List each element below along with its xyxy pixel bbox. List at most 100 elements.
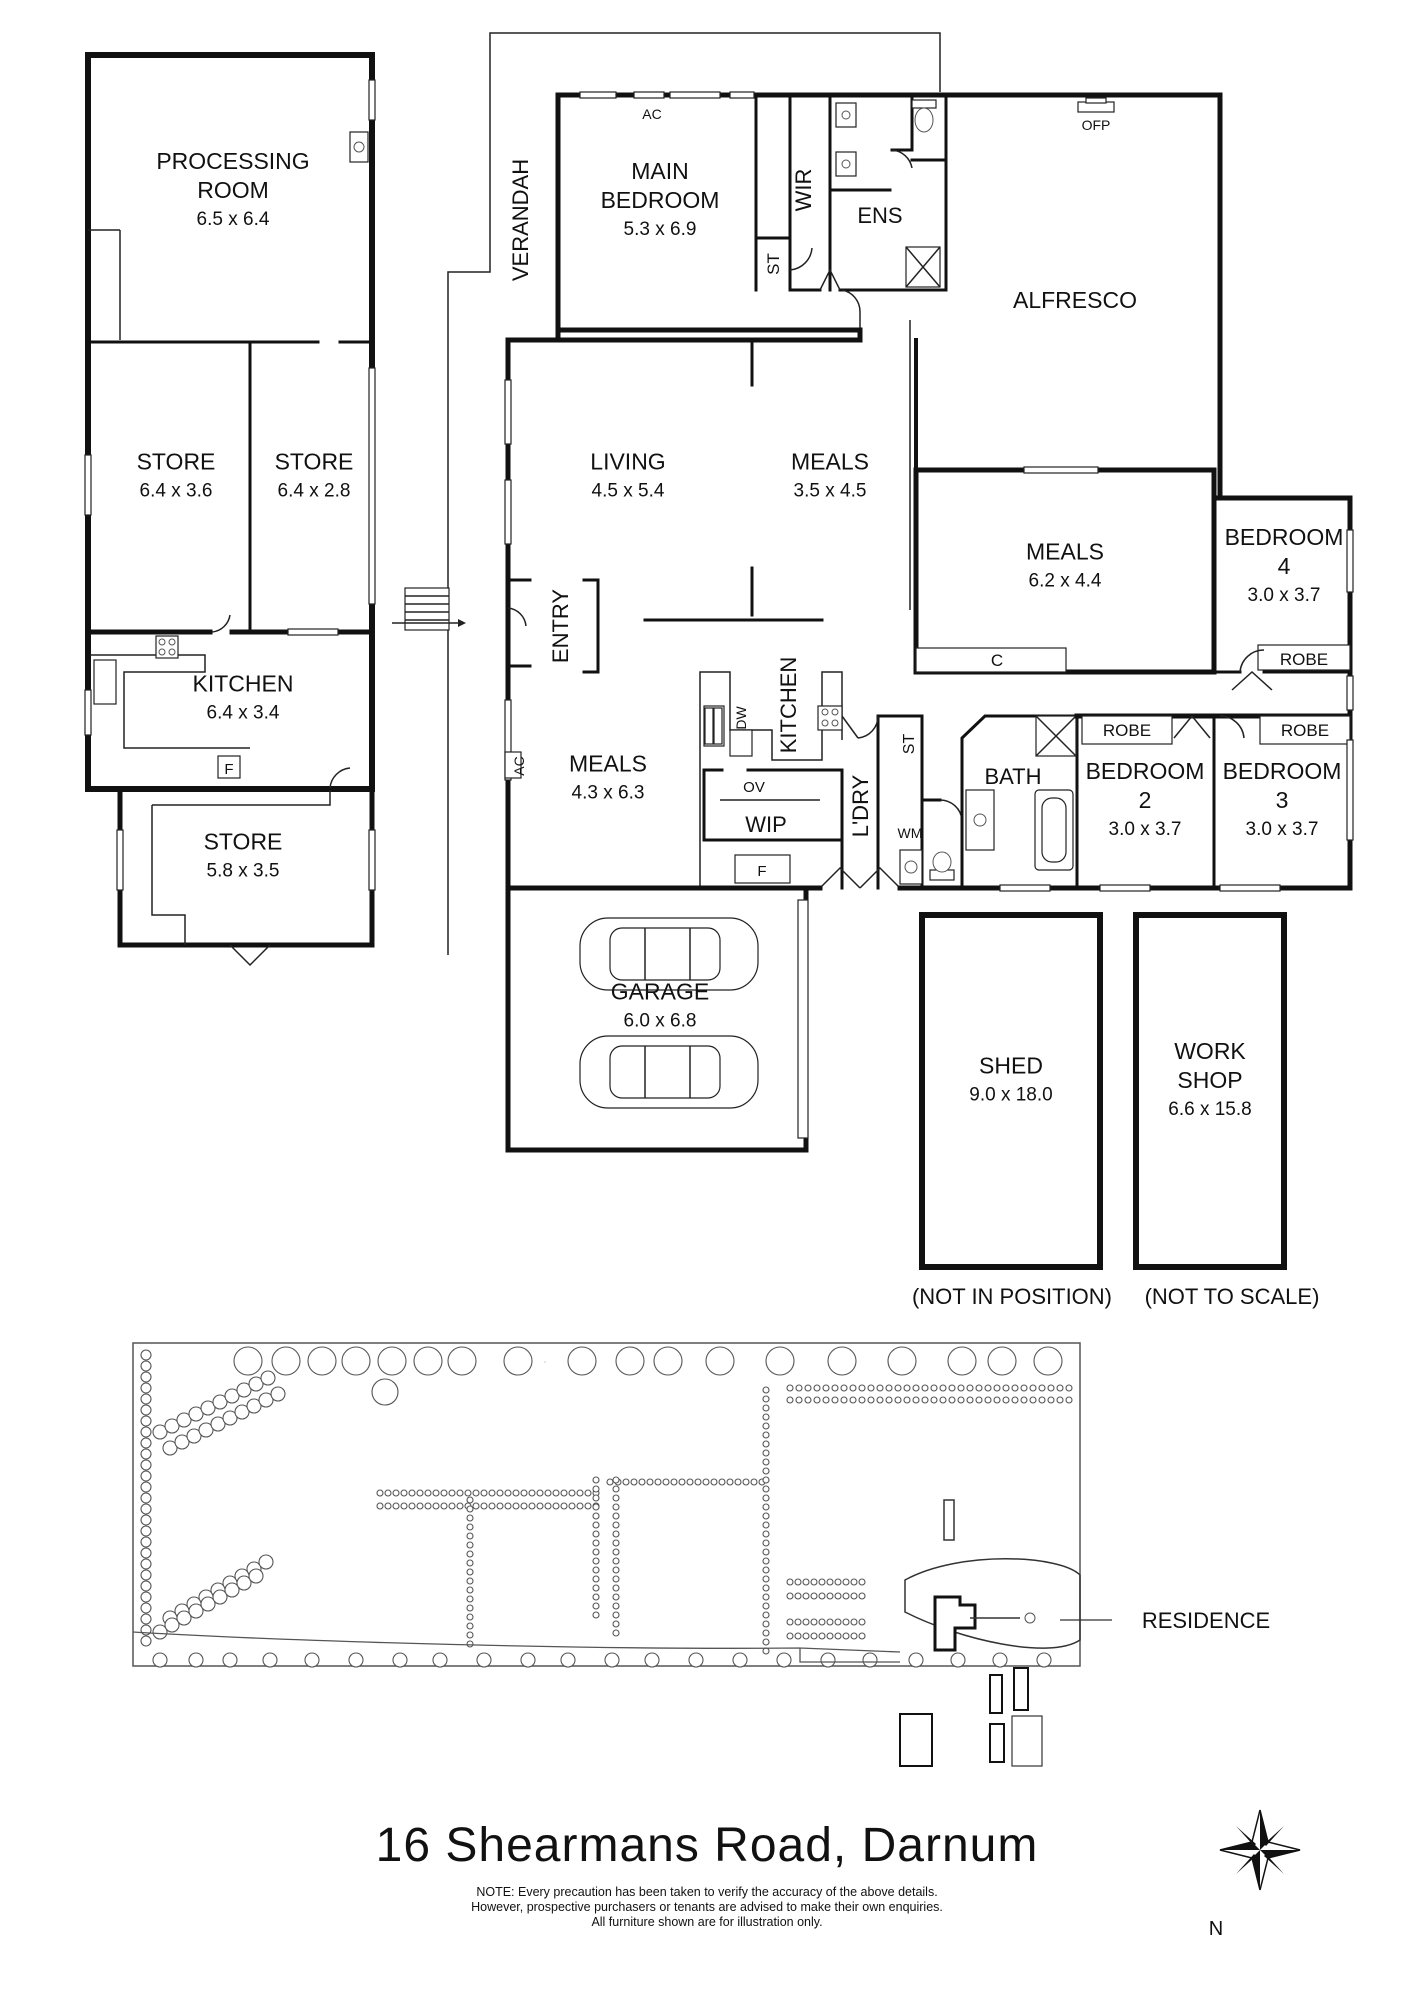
main-house (504, 91, 1354, 1270)
fence-post-icon (466, 1559, 474, 1567)
fence-post-icon (512, 1489, 520, 1497)
misc-labels: ALFRESCO VERANDAH WIR ENS ST AC OFP ENTR… (224, 106, 1329, 1940)
fence-post-icon (850, 1592, 858, 1600)
north-label: N (1209, 1918, 1223, 1940)
fence-post-icon (1002, 1384, 1010, 1392)
tree-icon (987, 1346, 1017, 1376)
fence-post-icon (858, 1618, 866, 1626)
fence-post-icon (504, 1489, 512, 1497)
fence-post-icon (592, 1485, 600, 1493)
fence-post-icon (762, 1602, 770, 1610)
fence-post-icon (762, 1638, 770, 1646)
tree-icon (413, 1346, 443, 1376)
fence-post-icon (1065, 1384, 1073, 1392)
fence-post-icon (762, 1476, 770, 1484)
fence-post-icon (612, 1620, 620, 1628)
residence-label: RESIDENCE (1142, 1608, 1270, 1633)
wm-label: WM (898, 825, 923, 841)
fence-post-icon (1047, 1396, 1055, 1404)
fence-post-icon (840, 1384, 848, 1392)
workshop-name: WORK (1174, 1038, 1246, 1064)
fence-post-icon (466, 1613, 474, 1621)
fence-post-icon (584, 1502, 592, 1510)
fence-post-icon (718, 1478, 726, 1486)
fence-post-icon (456, 1502, 464, 1510)
fence-post-icon (646, 1478, 654, 1486)
robe-label-3: ROBE (1281, 721, 1329, 740)
fence-post-icon (858, 1384, 866, 1392)
hedge-icon (140, 1470, 152, 1482)
fence-post-icon (939, 1384, 947, 1392)
fence-post-icon (472, 1502, 480, 1510)
workshop-size: 6.6 x 15.8 (1168, 1099, 1251, 1120)
fence-post-icon (786, 1592, 794, 1600)
fence-post-icon (762, 1458, 770, 1466)
fence-post-icon (408, 1502, 416, 1510)
store-a-size: 6.4 x 3.6 (140, 481, 213, 502)
tree-icon (200, 1596, 216, 1612)
hedge-icon (140, 1613, 152, 1625)
fence-post-icon (1029, 1384, 1037, 1392)
hedge-icon (140, 1415, 152, 1427)
fence-post-icon (592, 1512, 600, 1520)
fence-post-icon (416, 1489, 424, 1497)
fence-post-icon (592, 1575, 600, 1583)
fence-post-icon (831, 1396, 839, 1404)
fence-post-icon (762, 1530, 770, 1538)
fence-post-icon (612, 1530, 620, 1538)
fence-post-icon (903, 1396, 911, 1404)
fence-post-icon (762, 1512, 770, 1520)
fence-post-icon (834, 1632, 842, 1640)
tree-icon (152, 1624, 168, 1640)
fence-post-icon (466, 1586, 474, 1594)
tree-icon (188, 1406, 204, 1422)
fence-post-icon (612, 1521, 620, 1529)
tree-icon (258, 1554, 274, 1570)
kitchen-outbuilding-name: KITCHEN (193, 671, 294, 697)
fence-post-icon (813, 1384, 821, 1392)
fence-post-icon (576, 1502, 584, 1510)
fence-post-icon (804, 1384, 812, 1392)
fence-post-icon (612, 1539, 620, 1547)
tree-icon (246, 1398, 262, 1414)
fence-post-icon (408, 1489, 416, 1497)
verandah (392, 32, 941, 955)
fence-post-icon (984, 1396, 992, 1404)
fence-post-icon (466, 1496, 474, 1504)
fence-post-icon (496, 1489, 504, 1497)
tree-icon (644, 1652, 660, 1668)
fence-post-icon (448, 1489, 456, 1497)
fence-post-icon (930, 1396, 938, 1404)
tree-icon (198, 1422, 214, 1438)
fence-post-icon (742, 1478, 750, 1486)
fence-post-icon (466, 1595, 474, 1603)
fence-post-icon (850, 1632, 858, 1640)
fence-post-icon (795, 1384, 803, 1392)
wip-label: WIP (745, 812, 787, 837)
fence-post-icon (786, 1618, 794, 1626)
processing-room-name: ROOM (197, 177, 269, 203)
fence-post-icon (802, 1578, 810, 1586)
fence-post-icon (849, 1396, 857, 1404)
fence-post-icon (858, 1396, 866, 1404)
fence-post-icon (466, 1505, 474, 1513)
fence-post-icon (576, 1489, 584, 1497)
bedroom-3-size: 3.0 x 3.7 (1246, 819, 1319, 840)
tree-icon (950, 1652, 966, 1668)
fence-post-icon (762, 1629, 770, 1637)
meals-c-size: 4.3 x 6.3 (572, 783, 645, 804)
ov-label: OV (743, 779, 765, 796)
tree-icon (705, 1346, 735, 1376)
tree-icon (560, 1652, 576, 1668)
fence-post-icon (762, 1440, 770, 1448)
fence-post-icon (810, 1578, 818, 1586)
ofp-label: OFP (1082, 117, 1111, 133)
fence-post-icon (1020, 1396, 1028, 1404)
main-bedroom-size: 5.3 x 6.9 (624, 219, 697, 240)
fence-post-icon (818, 1632, 826, 1640)
fence-post-icon (842, 1578, 850, 1586)
tree-icon (200, 1400, 216, 1416)
fence-post-icon (592, 1539, 600, 1547)
fence-post-icon (520, 1489, 528, 1497)
